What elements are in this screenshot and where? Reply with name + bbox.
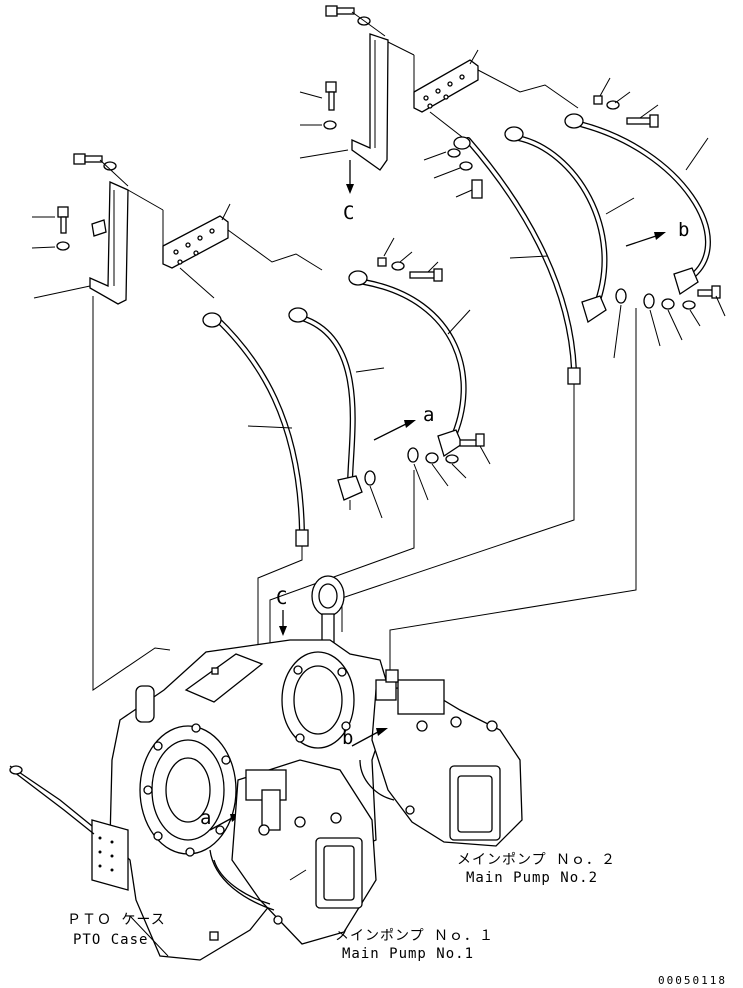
upper-clamp-plate [387, 41, 579, 141]
washer [103, 161, 117, 171]
upper-hose-group: b [423, 113, 726, 385]
main-pump-no2-jp-label: メインポンプ Ｎｏ．２ [457, 852, 616, 868]
drawing-number: 00050118 [658, 974, 727, 987]
middle-fasteners [377, 237, 443, 282]
component-labels: メインポンプ Ｎｏ．２ Main Pump No.2 ＰＴＯ ケース PTO C… [67, 852, 727, 987]
middle-hose-group: a [202, 270, 491, 547]
bolt [325, 81, 337, 111]
main-pump-no1-jp-label: メインポンプ Ｎｏ．１ [335, 928, 494, 944]
main-pump-no2: b [342, 669, 523, 847]
bolt [73, 153, 103, 165]
callout-b-label: b [678, 219, 689, 241]
upper-right-fasteners [593, 77, 659, 128]
main-pump-no1 [209, 759, 377, 945]
left-bracket-assembly [31, 153, 171, 691]
upper-bracket-assembly: C [299, 5, 389, 224]
callout-c-lower-label: C [276, 587, 287, 609]
pto-case-jp-label: ＰＴＯ ケース [67, 912, 166, 928]
washer [323, 120, 337, 130]
bolt [57, 206, 69, 234]
bolt [325, 5, 355, 17]
left-clamp-plate [127, 189, 323, 299]
upper-support-bracket [351, 33, 389, 171]
main-pump-no1-en-label: Main Pump No.1 [342, 946, 474, 962]
callout-b-lower-label: b [342, 727, 353, 749]
callout-a-lower-label: a [200, 807, 211, 829]
callout-c-label: C [343, 202, 354, 224]
callout-a-label: a [423, 404, 434, 426]
left-support-bracket [89, 181, 129, 305]
pto-case-en-label: PTO Case [73, 932, 148, 948]
washer [56, 241, 70, 251]
main-pump-no2-en-label: Main Pump No.2 [466, 870, 598, 886]
